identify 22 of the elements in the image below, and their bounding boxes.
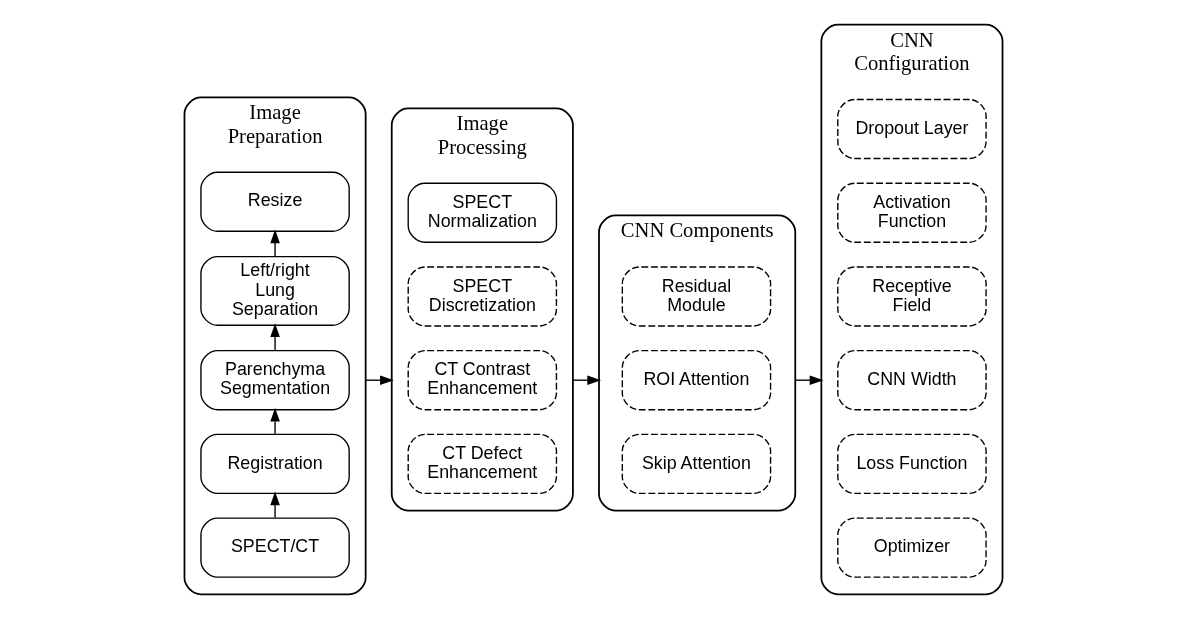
node-box: CNN Width [837, 350, 987, 411]
node-box: Skip Attention [621, 433, 772, 495]
arrow [270, 229, 280, 258]
node-box: Parenchyma Segmentation [200, 350, 350, 411]
node-box: Residual Module [621, 266, 772, 327]
node-box: Activation Function [837, 182, 987, 243]
arrow [270, 491, 280, 519]
node-box: ROI Attention [621, 350, 772, 411]
node-box: Dropout Layer [837, 98, 987, 160]
node-box: Registration [200, 433, 350, 495]
node-box: SPECT/CT [200, 517, 350, 578]
node-box: SPECT Discretization [407, 266, 558, 327]
arrow [270, 323, 280, 352]
node-box: Optimizer [837, 517, 987, 578]
node-box: Left/right Lung Separation [200, 255, 350, 326]
arrow [270, 407, 280, 435]
node-box: CT Defect Enhancement [407, 433, 558, 495]
node-box: Receptive Field [837, 266, 987, 327]
node-box: SPECT Normalization [407, 182, 558, 243]
node-box: CT Contrast Enhancement [407, 350, 558, 411]
node-box: Loss Function [837, 433, 987, 495]
node-box: Resize [200, 171, 350, 232]
